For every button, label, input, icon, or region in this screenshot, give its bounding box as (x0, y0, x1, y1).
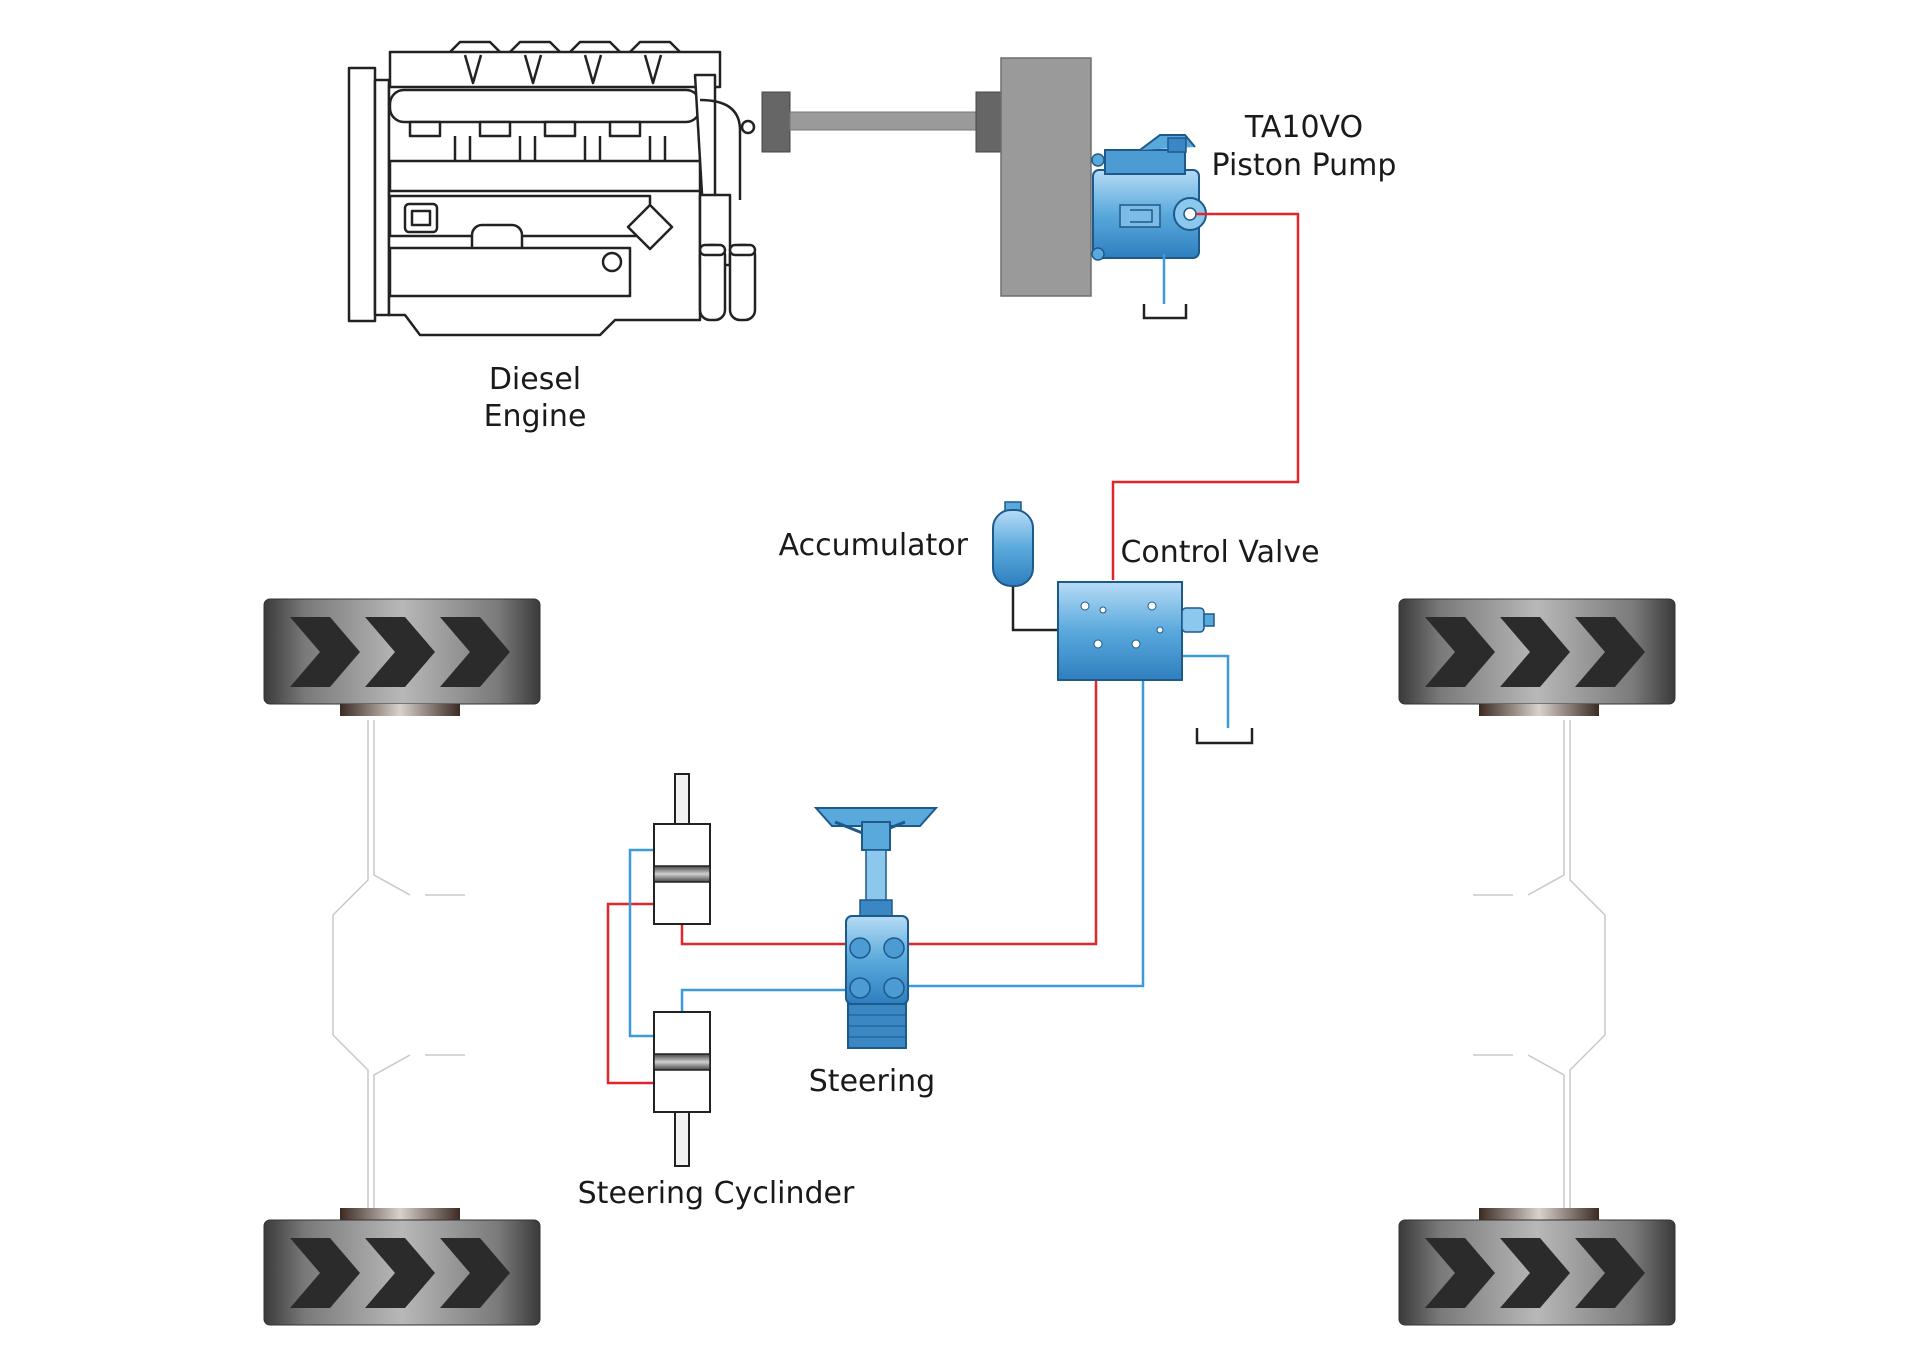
steering-cylinder-label: Steering Cyclinder (578, 1176, 855, 1211)
chassis-frame-left (332, 720, 465, 1210)
pressure-lines (606, 212, 1300, 1085)
pump-tank-symbol (1142, 304, 1188, 320)
accumulator (992, 501, 1034, 587)
wheel-front-left (263, 598, 541, 716)
return-lines (628, 254, 1230, 1038)
wheel-front-right (1398, 598, 1676, 716)
control-valve (1057, 581, 1215, 681)
steering-cylinder-top (653, 773, 711, 925)
wheel-rear-left (263, 1208, 541, 1326)
diesel-engine-label-line2: Engine (484, 399, 587, 434)
steering-unit (813, 807, 939, 1049)
diesel-engine (347, 40, 757, 337)
accumulator-label: Accumulator (779, 528, 969, 563)
piston-pump-label-line1: TA10VO (1244, 110, 1363, 145)
piston-pump (1091, 134, 1207, 261)
chassis-frame-right (1473, 720, 1606, 1210)
piston-pump-label-line2: Piston Pump (1212, 148, 1397, 183)
drive-shaft (761, 91, 1002, 153)
steering-cylinder-bottom (653, 1011, 711, 1167)
wheel-rear-right (1398, 1208, 1676, 1326)
pump-mount-housing (1000, 57, 1092, 297)
steering-label: Steering (809, 1064, 935, 1099)
accumulator-line (1011, 584, 1058, 632)
control-valve-label: Control Valve (1120, 535, 1319, 570)
diesel-engine-label-line1: Diesel (489, 362, 581, 397)
valve-tank-symbol (1195, 728, 1254, 745)
